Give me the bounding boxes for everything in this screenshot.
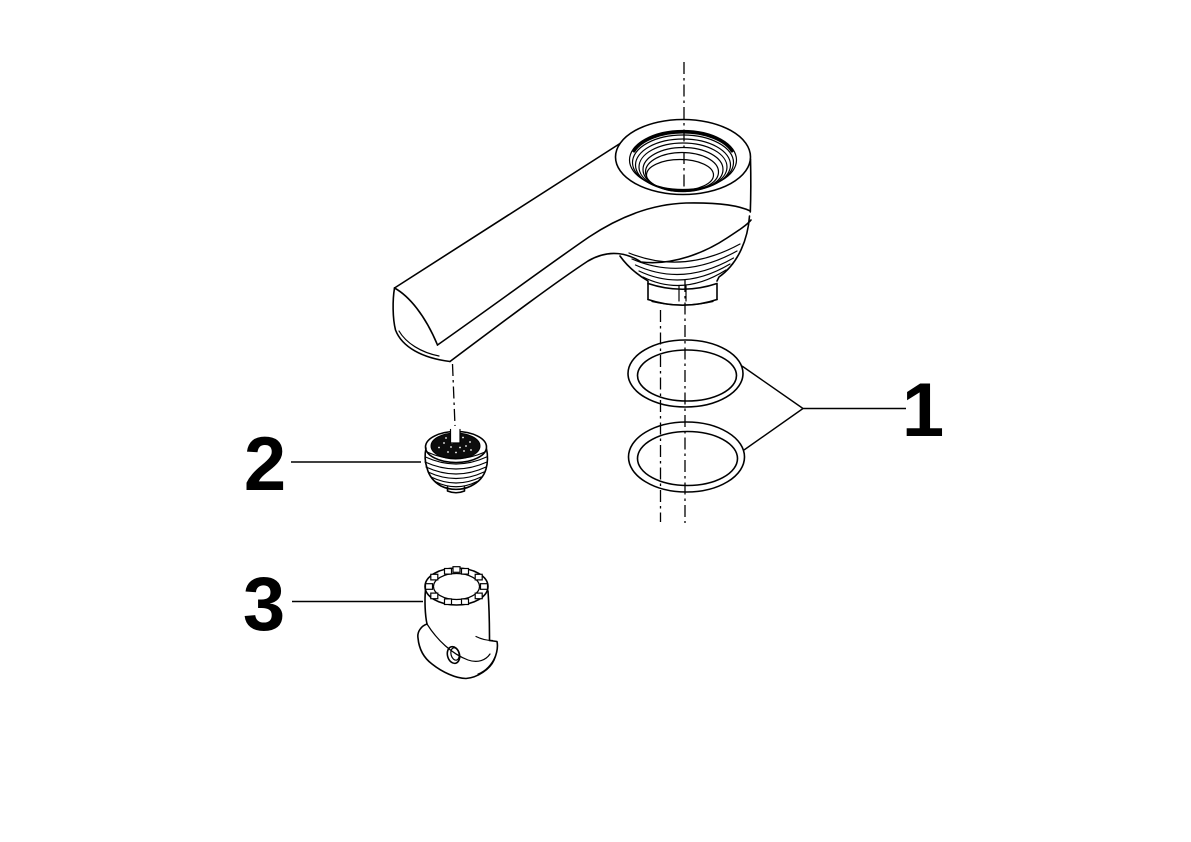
spout-arm-top-edge: [393, 142, 621, 289]
elbow-rim-inner: [432, 572, 481, 601]
callout-2-label: 2: [244, 422, 286, 507]
elbow-body-outline: [417, 623, 499, 680]
o-ring-inner: [636, 430, 739, 487]
shank-right-side: [716, 215, 751, 282]
aerator-insert: [424, 428, 489, 494]
centerline-tip-segment: [451, 363, 456, 427]
o-ring-outer: [627, 421, 746, 493]
elbow-cylinder-right: [487, 590, 491, 641]
centerline-spout-tip: [451, 363, 456, 427]
elbow-step-notch: [475, 635, 494, 642]
spout-head-thread-bore: [628, 129, 738, 193]
shank-thread: [638, 263, 731, 281]
elbow-outlet-wall: [477, 656, 496, 675]
spout-body: [392, 118, 752, 363]
pilot-top-arc: [647, 282, 718, 290]
spout-tip-outline: [392, 287, 451, 363]
bore-bottom: [645, 158, 715, 192]
callout-1: 1: [741, 365, 944, 453]
aerator-slot-fill: [450, 429, 460, 443]
pilot-sides: [647, 283, 718, 301]
pilot-bore-lines: [678, 285, 687, 302]
elbow-outlet-adapter: [417, 566, 499, 680]
elbow-side-hole-inner: [450, 647, 460, 661]
aerator-bottom-tab: [446, 486, 466, 494]
thread-ring: [644, 151, 720, 193]
pilot-chamfer: [651, 300, 714, 306]
elbow-cylinder-left: [424, 589, 428, 625]
spout-tip-corner-crease: [393, 287, 439, 346]
aerator-threads: [424, 451, 488, 488]
shank-thread: [634, 257, 735, 276]
callout-1-label: 1: [902, 368, 944, 453]
callout-1-leader: [741, 365, 906, 451]
shank-thread: [642, 269, 727, 287]
shank-thread: [631, 250, 738, 269]
aerator-slot: [449, 428, 461, 444]
spout-tip-inner-round: [398, 330, 440, 357]
callout-3: 3: [243, 562, 423, 647]
o-ring-outer: [627, 339, 744, 408]
o-ring-top: [627, 339, 744, 408]
elbow-castellation-teeth: [424, 566, 489, 606]
o-ring-inner: [636, 349, 738, 402]
thread-crest-dark-arc: [632, 130, 734, 153]
spout-arm-bottom-edge: [449, 219, 752, 363]
shank-thread: [628, 243, 741, 263]
shank-left-side: [619, 255, 649, 285]
callout-2: 2: [244, 422, 421, 507]
spout-arm-crease-edge: [436, 202, 752, 346]
spout-shank: [619, 215, 751, 306]
callout-3-label: 3: [243, 562, 285, 647]
o-ring-bottom: [627, 421, 746, 493]
spout-head-outer-rim: [614, 118, 752, 196]
elbow-body-crease: [426, 623, 491, 662]
